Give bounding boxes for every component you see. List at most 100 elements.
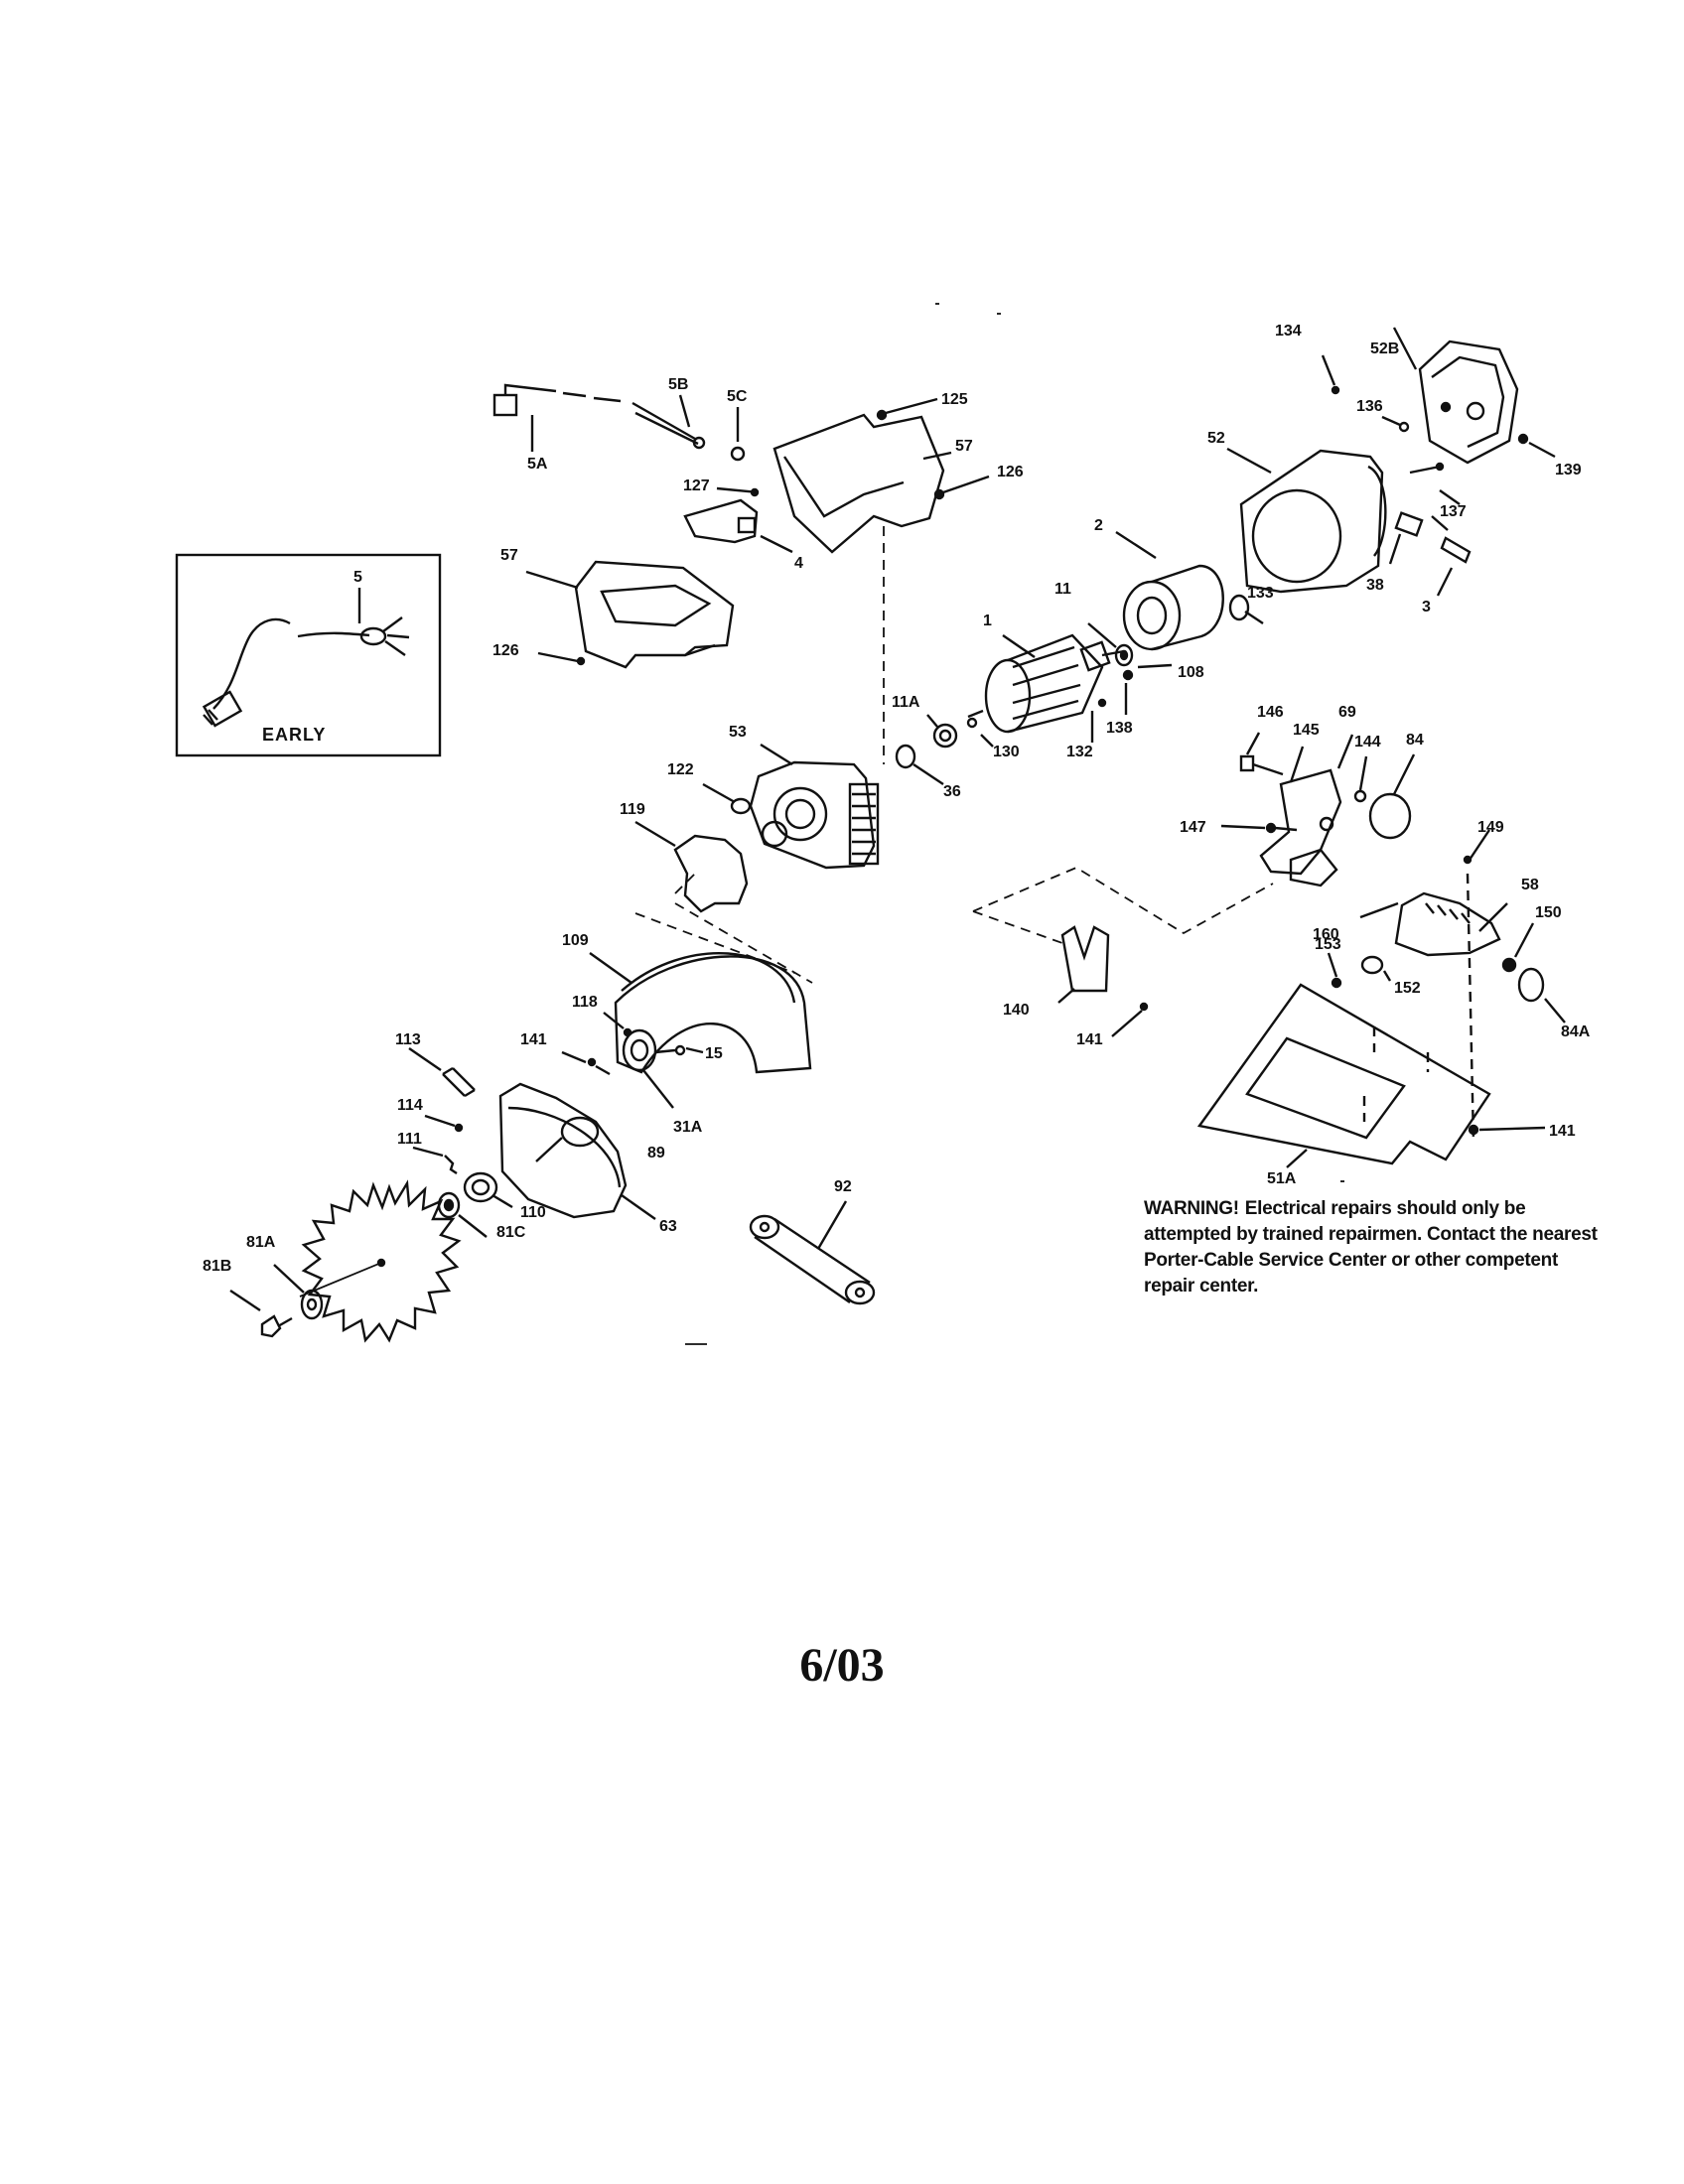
- callout-110: 110: [520, 1204, 546, 1221]
- armature-1: [967, 633, 1125, 734]
- callout-84: 84: [1406, 732, 1424, 749]
- early-plug: [202, 690, 243, 728]
- callout-58: 58: [1521, 877, 1539, 893]
- screw-126-lower: [576, 656, 586, 666]
- warning-text: Electrical repairs should only be attemp…: [1144, 1198, 1598, 1297]
- callout-137: 137: [1440, 503, 1467, 520]
- gear-housing-53: [749, 743, 880, 870]
- callout-4: 4: [794, 555, 803, 572]
- callout-63: 63: [659, 1218, 677, 1235]
- callout-11: 11: [1054, 581, 1071, 598]
- callout-109: 109: [562, 932, 589, 949]
- callout-53: 53: [729, 724, 747, 741]
- callout-3: 3: [1422, 599, 1431, 615]
- field-2: [1115, 530, 1224, 651]
- callout-108: 108: [1178, 664, 1204, 681]
- callout-153: 153: [1315, 936, 1341, 953]
- callout-84a: 84A: [1561, 1024, 1591, 1040]
- inset-frame: [175, 553, 442, 757]
- callout-141-guard: 141: [520, 1031, 547, 1048]
- warning-heading: WARNING!: [1144, 1198, 1239, 1219]
- screw-81b: [229, 1290, 293, 1338]
- upper-handle-57: [772, 397, 990, 554]
- screw-126-upper: [933, 488, 945, 500]
- footer-date-code: 6/03: [799, 1639, 885, 1692]
- callout-69: 69: [1338, 704, 1356, 721]
- bearing-11: [1087, 622, 1134, 667]
- screws-134-136-137-139: [1321, 354, 1556, 505]
- callout-11a: 11A: [892, 694, 920, 711]
- collar-81c: [437, 1191, 488, 1238]
- riving-knife-140: [1057, 925, 1149, 1037]
- callout-132: 132: [1066, 744, 1093, 760]
- washers-138-132-108: [1090, 663, 1173, 743]
- callout-147: 147: [1180, 819, 1206, 836]
- saw-blade: [301, 1179, 462, 1343]
- early-cord-wire-2: [297, 631, 370, 638]
- callout-141-base: 141: [1549, 1123, 1576, 1140]
- callout-5c: 5C: [727, 388, 748, 405]
- callout-133: 133: [1247, 585, 1274, 602]
- callout-113: 113: [395, 1031, 421, 1048]
- callout-81a: 81A: [246, 1234, 276, 1251]
- ring-36: [895, 744, 944, 785]
- early-cord-inset: [175, 553, 442, 757]
- callout-134: 134: [1275, 323, 1302, 340]
- callout-111: 111: [397, 1131, 422, 1148]
- callout-38: 38: [1366, 577, 1384, 594]
- callout-114: 114: [397, 1097, 423, 1114]
- callout-81b: 81B: [203, 1258, 231, 1275]
- callout-36: 36: [943, 783, 961, 800]
- early-cord-wire: [212, 617, 291, 710]
- callout-160: 160: [1313, 926, 1339, 943]
- plug-122: [730, 797, 752, 815]
- motor-housing-52: [1226, 447, 1387, 624]
- brush-holder-38: [1388, 511, 1424, 565]
- callout-52b: 52B: [1370, 341, 1399, 357]
- callout-2: 2: [1094, 517, 1103, 534]
- screw-114: [412, 1114, 464, 1174]
- cord-assembly: [492, 383, 746, 462]
- switch-4: [683, 486, 793, 554]
- callout-92: 92: [834, 1178, 852, 1195]
- early-cord-strain-relief: [359, 626, 387, 646]
- callout-15: 15: [705, 1045, 723, 1062]
- callout-136: 136: [1356, 398, 1383, 415]
- callout-149: 149: [1477, 819, 1504, 836]
- lower-handle-57: [525, 560, 735, 669]
- bevel-bracket-69: [1259, 734, 1354, 887]
- washer-81a: [273, 1264, 324, 1320]
- upper-guard-109: [589, 952, 812, 1074]
- cord-clamp-5c: [730, 446, 746, 462]
- bevel-quadrant-58: [1359, 891, 1508, 957]
- spacer-110: [463, 1171, 513, 1209]
- callout-31a: 31A: [673, 1119, 703, 1136]
- callout-1: 1: [983, 613, 992, 629]
- knob-84: [1353, 753, 1416, 840]
- bearing-11a: [926, 714, 994, 749]
- callout-146: 146: [1257, 704, 1284, 721]
- callout-152: 152: [1394, 980, 1421, 997]
- lower-guard-63: [498, 1082, 656, 1220]
- spindle-31a: [622, 1028, 704, 1109]
- callout-130: 130: [993, 744, 1020, 760]
- callout-57-lower: 57: [500, 547, 518, 564]
- callout-119: 119: [620, 801, 645, 818]
- callout-140: 140: [1003, 1002, 1030, 1019]
- callout-51a: 51A: [1267, 1170, 1297, 1187]
- callout-150: 150: [1535, 904, 1562, 921]
- cord-plug: [492, 393, 518, 417]
- callout-138: 138: [1106, 720, 1133, 737]
- brush-3: [1431, 515, 1472, 597]
- callout-57-upper: 57: [955, 438, 973, 455]
- wrench-92: [749, 1200, 876, 1305]
- bolt-113: [408, 1047, 476, 1098]
- callout-139: 139: [1555, 462, 1582, 478]
- callout-5: 5: [353, 569, 362, 586]
- callout-126-upper: 126: [997, 464, 1024, 480]
- callout-141-knife: 141: [1076, 1031, 1103, 1048]
- callout-89: 89: [647, 1145, 665, 1161]
- inset-label-early: EARLY: [262, 725, 326, 745]
- cord-strain-relief: [692, 436, 706, 450]
